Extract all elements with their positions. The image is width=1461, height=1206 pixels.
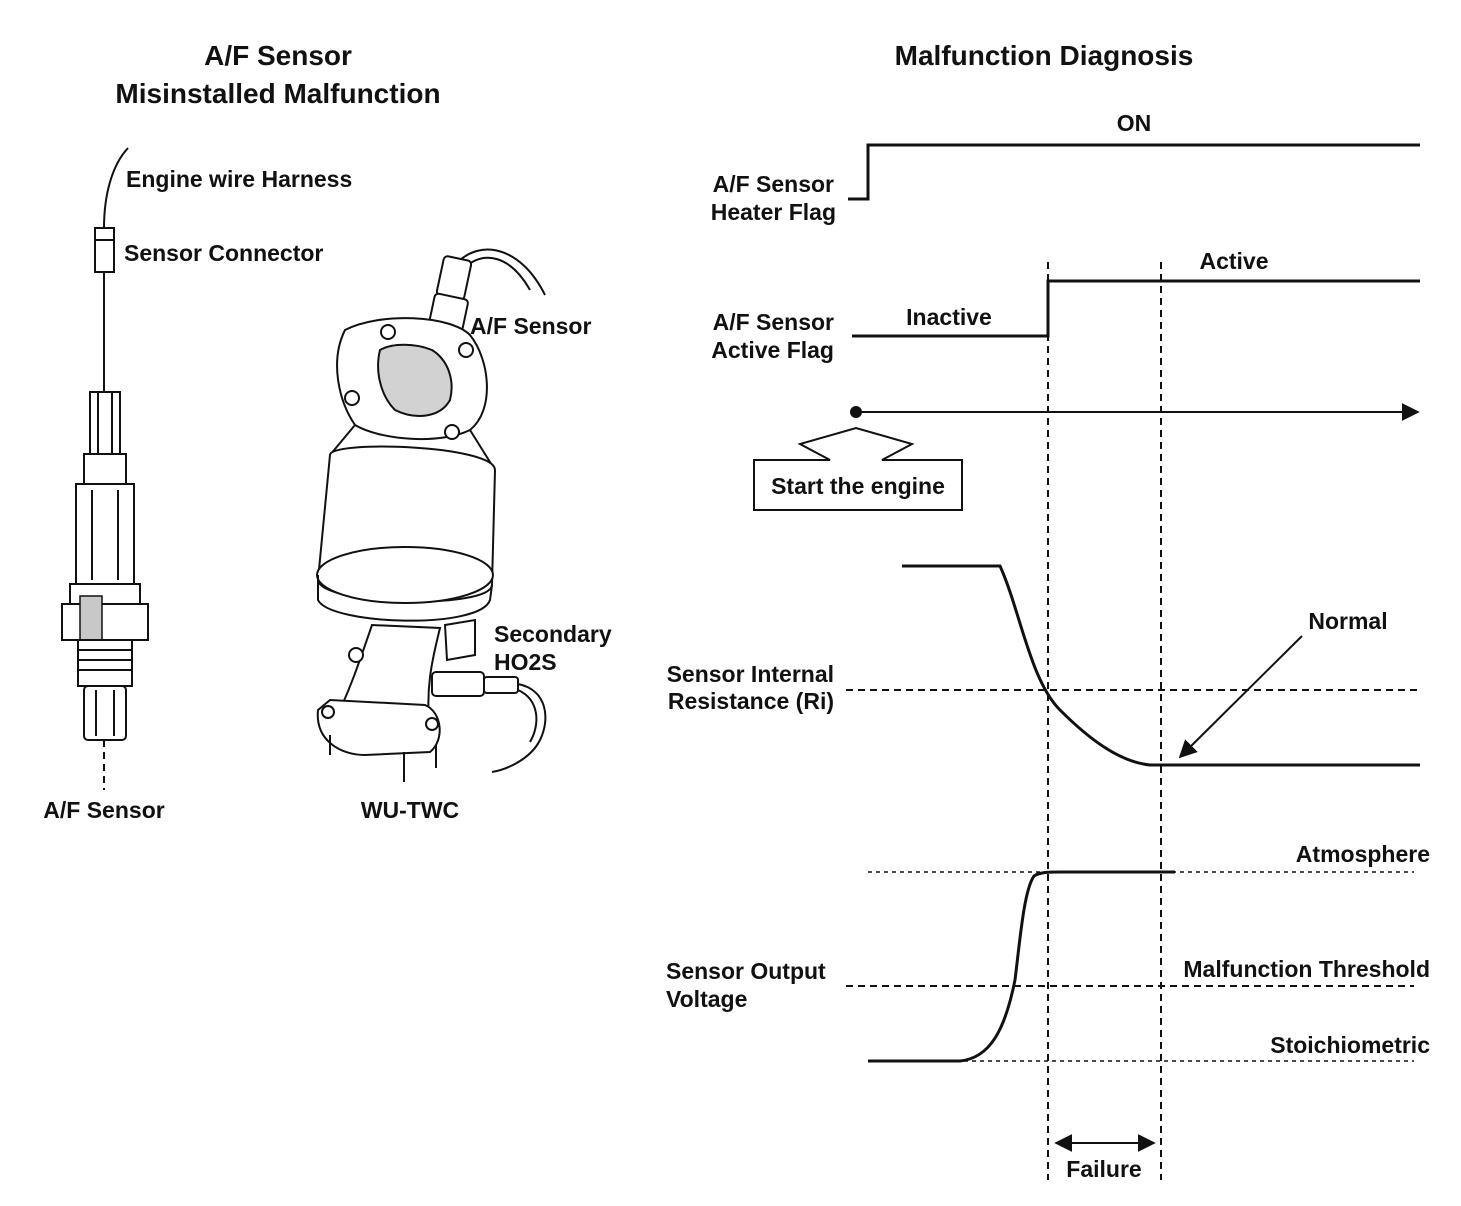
output-voltage-curve <box>868 870 1175 1063</box>
active-state: Active <box>1199 248 1268 274</box>
heater-flag-trace <box>848 143 1420 201</box>
right-title: Malfunction Diagnosis <box>895 40 1194 71</box>
heater-flag-label-line1: A/F Sensor <box>713 171 834 197</box>
secondary-ho2s-label-line2: HO2S <box>494 649 557 675</box>
malfunction-threshold-label: Malfunction Threshold <box>1183 956 1430 982</box>
wu-twc-label: WU-TWC <box>361 797 459 823</box>
active-flag-trace <box>852 279 1420 338</box>
stoichiometric-label: Stoichiometric <box>1270 1032 1430 1058</box>
heater-state-on: ON <box>1117 110 1152 136</box>
active-flag-label-line2: Active Flag <box>711 337 834 363</box>
af-sensor-catalyst-label: A/F Sensor <box>470 313 591 339</box>
start-engine-callout <box>753 426 963 511</box>
af-sensor-cutaway-icon <box>61 391 149 741</box>
atmosphere-label: Atmosphere <box>1296 841 1430 867</box>
left-title-line2: Misinstalled Malfunction <box>115 78 440 109</box>
af-sensor-bottom-label: A/F Sensor <box>43 797 164 823</box>
start-engine-label: Start the engine <box>771 473 945 499</box>
normal-label: Normal <box>1308 608 1387 634</box>
connector-label: Sensor Connector <box>124 240 323 266</box>
output-voltage-label-line1: Sensor Output <box>666 958 826 984</box>
ri-curve <box>902 564 1420 767</box>
inactive-state: Inactive <box>906 304 992 330</box>
heater-flag-label-line2: Heater Flag <box>711 199 836 225</box>
active-flag-label-line1: A/F Sensor <box>713 309 834 335</box>
left-title-line1: A/F Sensor <box>204 40 352 71</box>
harness-wire <box>103 147 129 229</box>
wu-twc-catalyst-icon <box>316 248 547 782</box>
sensor-connector-icon <box>94 227 115 273</box>
normal-arrow <box>1178 635 1303 759</box>
harness-label: Engine wire Harness <box>126 166 352 192</box>
secondary-ho2s-label-line1: Secondary <box>494 621 612 647</box>
failure-label: Failure <box>1066 1156 1141 1182</box>
ri-label-line2: Resistance (Ri) <box>668 688 834 714</box>
ri-label-line1: Sensor Internal <box>667 661 834 687</box>
output-voltage-label-line2: Voltage <box>666 986 747 1012</box>
